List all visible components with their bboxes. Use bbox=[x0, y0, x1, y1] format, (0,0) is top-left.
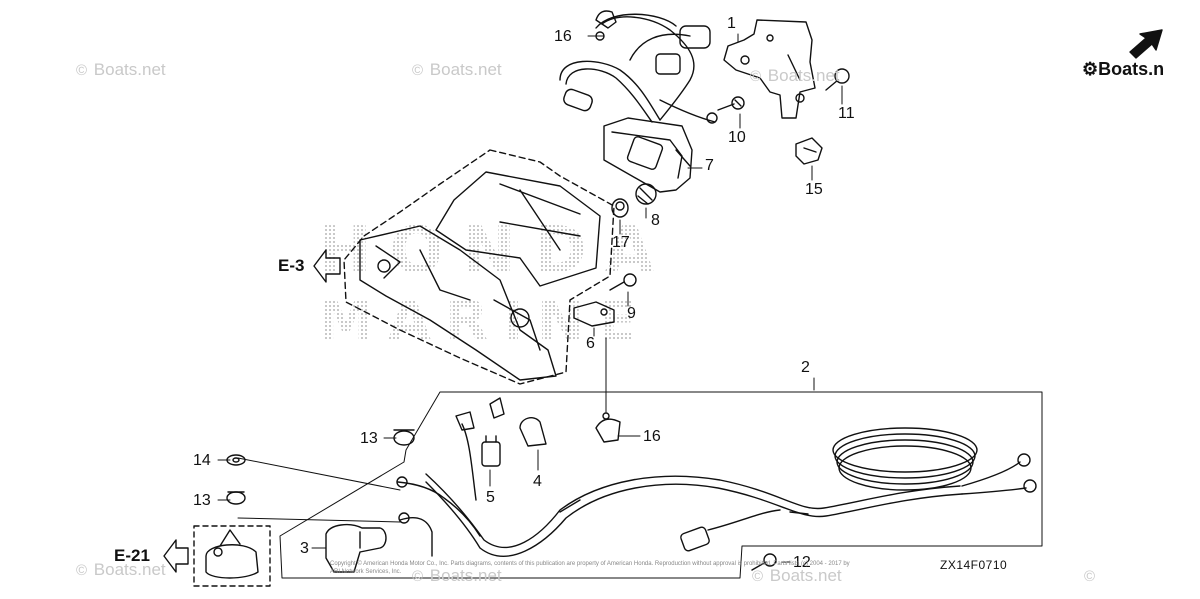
ground-leads[interactable] bbox=[396, 397, 505, 557]
bracket-part-6[interactable] bbox=[573, 301, 615, 327]
nut-part-13-lower[interactable] bbox=[226, 491, 246, 505]
control-unit-part-7[interactable] bbox=[603, 117, 693, 193]
boot-part-3[interactable] bbox=[325, 523, 387, 573]
callout-2[interactable]: 2 bbox=[801, 359, 810, 376]
callout-7[interactable]: 7 bbox=[705, 157, 714, 174]
callout-13-lower[interactable]: 13 bbox=[193, 492, 211, 509]
section-ref-e3[interactable]: E-3 bbox=[278, 256, 305, 275]
watermark-3: © Boats.net bbox=[750, 66, 840, 85]
bracket-part-1[interactable] bbox=[723, 19, 816, 119]
boats-logo-arrow-icon bbox=[1129, 29, 1163, 59]
callout-3[interactable]: 3 bbox=[300, 540, 309, 557]
watermark-5: © Boats.net bbox=[412, 566, 502, 585]
callout-1[interactable]: 1 bbox=[727, 15, 736, 32]
callout-6[interactable]: 6 bbox=[586, 335, 595, 352]
callout-4[interactable]: 4 bbox=[533, 473, 542, 490]
e21-arrow[interactable] bbox=[163, 539, 189, 573]
bolt-part-12[interactable] bbox=[751, 553, 777, 571]
callout-10[interactable]: 10 bbox=[728, 129, 746, 146]
callout-8[interactable]: 8 bbox=[651, 212, 660, 229]
bolt-part-10[interactable] bbox=[717, 96, 745, 111]
callout-13-upper[interactable]: 13 bbox=[360, 430, 378, 447]
clip-part-16-lower[interactable] bbox=[595, 412, 621, 443]
callout-16-lower[interactable]: 16 bbox=[643, 428, 661, 445]
boats-logo-gear-icon: ⚙ bbox=[1082, 59, 1099, 79]
relay-box-outline bbox=[193, 525, 271, 587]
svg-text:MARINE: MARINE bbox=[318, 289, 650, 354]
engine-bracket[interactable] bbox=[359, 171, 601, 381]
watermark-2: © Boats.net bbox=[412, 60, 502, 79]
callout-14[interactable]: 14 bbox=[193, 452, 211, 469]
nut-part-13-upper[interactable] bbox=[393, 429, 415, 446]
diagram-id: ZX14F0710 bbox=[940, 558, 1008, 572]
harness-box-outline bbox=[279, 391, 1043, 579]
svg-text:HONDA: HONDA bbox=[318, 214, 672, 288]
grommet-part-17[interactable] bbox=[611, 198, 629, 218]
e3-arrow[interactable] bbox=[313, 249, 341, 283]
harness-top[interactable] bbox=[559, 13, 718, 124]
callout-16-top[interactable]: 16 bbox=[554, 28, 572, 45]
watermark-7: © bbox=[1084, 568, 1096, 585]
cap-part-4[interactable] bbox=[519, 417, 547, 447]
watermark-6: © Boats.net bbox=[752, 566, 842, 585]
main-harness-part-2[interactable] bbox=[425, 427, 1037, 557]
bolt-part-9[interactable] bbox=[609, 273, 637, 291]
connector-part-5[interactable] bbox=[481, 435, 501, 467]
leader-lines bbox=[217, 33, 843, 563]
callout-5[interactable]: 5 bbox=[486, 489, 495, 506]
callout-17[interactable]: 17 bbox=[612, 234, 630, 251]
engine-bracket-outline bbox=[343, 149, 615, 385]
callout-9[interactable]: 9 bbox=[627, 305, 636, 322]
washer-part-14[interactable] bbox=[226, 454, 246, 466]
callout-11[interactable]: 11 bbox=[838, 105, 855, 122]
watermark-4: © Boats.net bbox=[76, 560, 166, 579]
clamp-part-15[interactable] bbox=[795, 137, 823, 165]
starter-relay[interactable] bbox=[205, 529, 259, 579]
boats-logo[interactable]: ⚙Boats.n bbox=[1082, 59, 1165, 79]
bolt-part-11[interactable] bbox=[825, 68, 850, 91]
grommet-part-8[interactable] bbox=[635, 183, 657, 205]
callout-15[interactable]: 15 bbox=[805, 181, 823, 198]
copyright-notice: Copyright © American Honda Motor Co., In… bbox=[330, 561, 850, 575]
watermark-1: © Boats.net bbox=[76, 60, 166, 79]
callout-12[interactable]: 12 bbox=[793, 554, 811, 571]
section-ref-e21[interactable]: E-21 bbox=[114, 546, 150, 565]
